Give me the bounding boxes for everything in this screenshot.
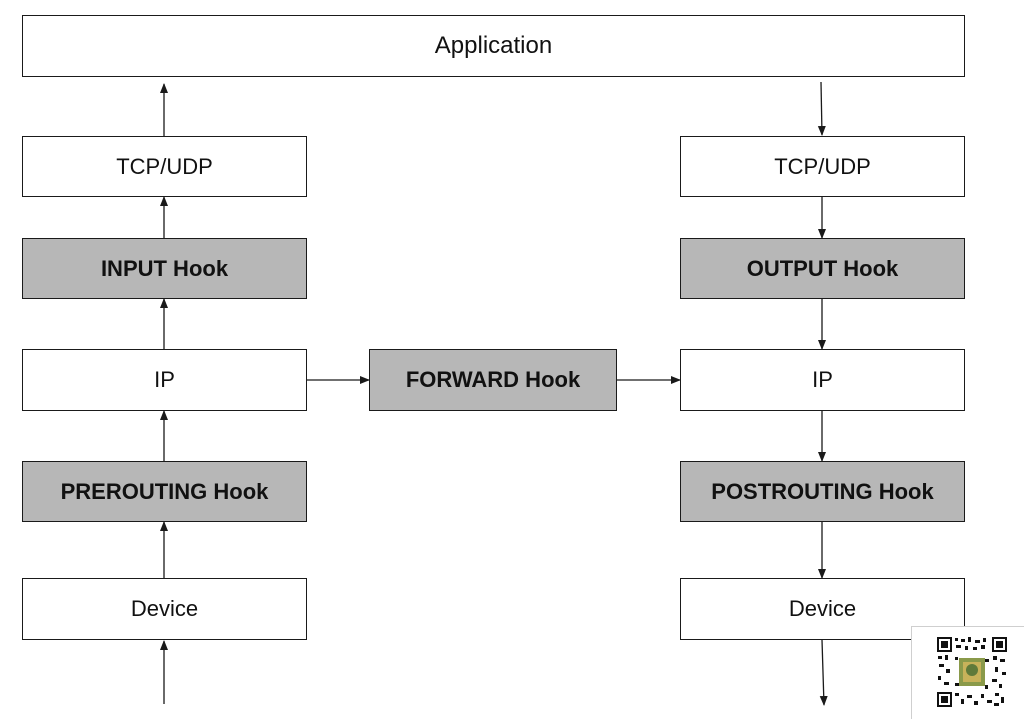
left-ip-box: IP <box>22 349 307 411</box>
left-tcp-udp-label: TCP/UDP <box>116 153 213 179</box>
left-ip-label: IP <box>154 367 175 392</box>
postrouting-hook-box: POSTROUTING Hook <box>680 461 965 522</box>
qr-code-icon <box>937 637 1007 707</box>
left-tcp-udp-box: TCP/UDP <box>22 136 307 197</box>
right-tcp-udp-box: TCP/UDP <box>680 136 965 197</box>
output-hook-box: OUTPUT Hook <box>680 238 965 299</box>
application-label: Application <box>434 32 553 59</box>
prerouting-hook-box: PREROUTING Hook <box>22 461 307 522</box>
input-hook-box: INPUT Hook <box>22 238 307 299</box>
arrow-right-device-to-outside <box>819 639 828 706</box>
prerouting-hook-label: PREROUTING Hook <box>60 478 269 504</box>
right-tcp-udp-label: TCP/UDP <box>774 153 871 179</box>
forward-hook-label: FORWARD Hook <box>405 367 581 392</box>
application-box: Application <box>22 15 965 77</box>
postrouting-hook-label: POSTROUTING Hook <box>711 478 934 504</box>
input-hook-label: INPUT Hook <box>100 255 229 281</box>
right-ip-label: IP <box>812 367 833 392</box>
left-device-label: Device <box>130 596 199 621</box>
forward-hook-box: FORWARD Hook <box>369 349 617 411</box>
left-device-box: Device <box>22 578 307 640</box>
qr-code-panel <box>911 626 1024 719</box>
right-ip-box: IP <box>680 349 965 411</box>
right-device-label: Device <box>788 596 857 621</box>
output-hook-label: OUTPUT Hook <box>746 255 899 281</box>
arrow-application-to-right-tcp <box>817 81 826 136</box>
